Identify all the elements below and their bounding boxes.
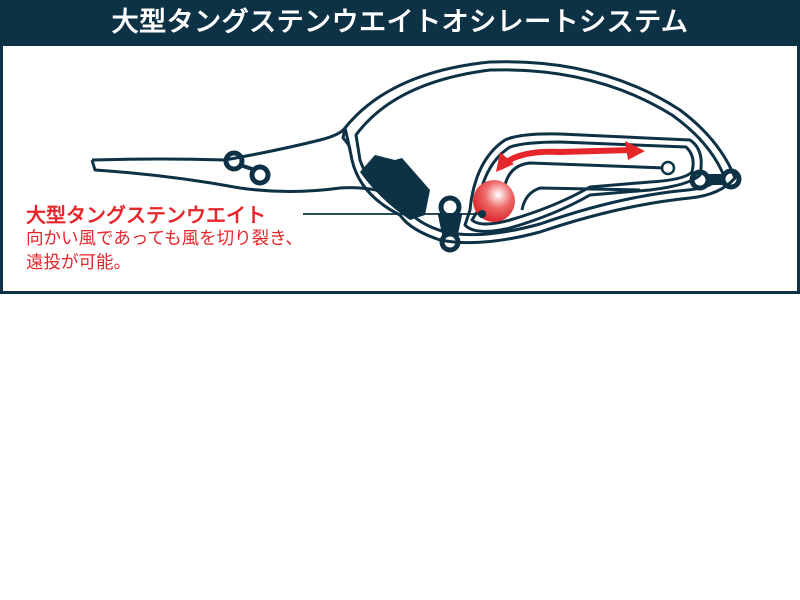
lure-diagram bbox=[90, 60, 742, 253]
lure-tail bbox=[90, 127, 421, 207]
chamber-stop bbox=[660, 160, 676, 176]
callout-description-line2: 遠投が可能。 bbox=[26, 253, 131, 273]
weight-callout: 大型タングステンウエイト 向かい風であっても風を切り裂き、 遠投が可能。 bbox=[26, 203, 303, 275]
lure-body-outline bbox=[343, 60, 737, 245]
weight-chamber bbox=[463, 132, 703, 233]
callout-description-line1: 向かい風であっても風を切り裂き、 bbox=[26, 229, 303, 249]
front-weight bbox=[360, 155, 430, 220]
callout-title: 大型タングステンウエイト bbox=[26, 203, 266, 227]
page-title: 大型タングステンウエイトオシレートシステム bbox=[0, 0, 800, 46]
